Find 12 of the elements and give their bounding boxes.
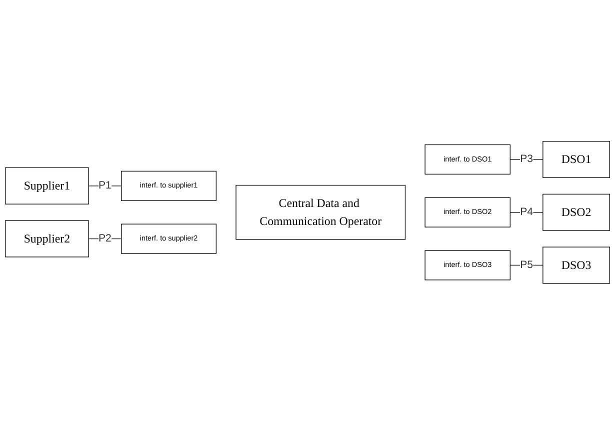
node-box: DSO1 bbox=[542, 141, 610, 178]
edge-label: P2 bbox=[98, 232, 112, 244]
node-box: Supplier1 bbox=[4, 168, 89, 205]
node-box: Supplier2 bbox=[4, 220, 89, 258]
connector bbox=[510, 159, 544, 160]
edge-label: P4 bbox=[520, 206, 534, 218]
node-box: DSO2 bbox=[542, 194, 610, 231]
edge-label: P1 bbox=[98, 180, 112, 192]
node-box: Central Data and Communication Operator bbox=[236, 185, 406, 240]
node-box: DSO3 bbox=[542, 246, 610, 284]
edge-label: P5 bbox=[520, 259, 534, 271]
edge-label: P3 bbox=[520, 154, 534, 165]
